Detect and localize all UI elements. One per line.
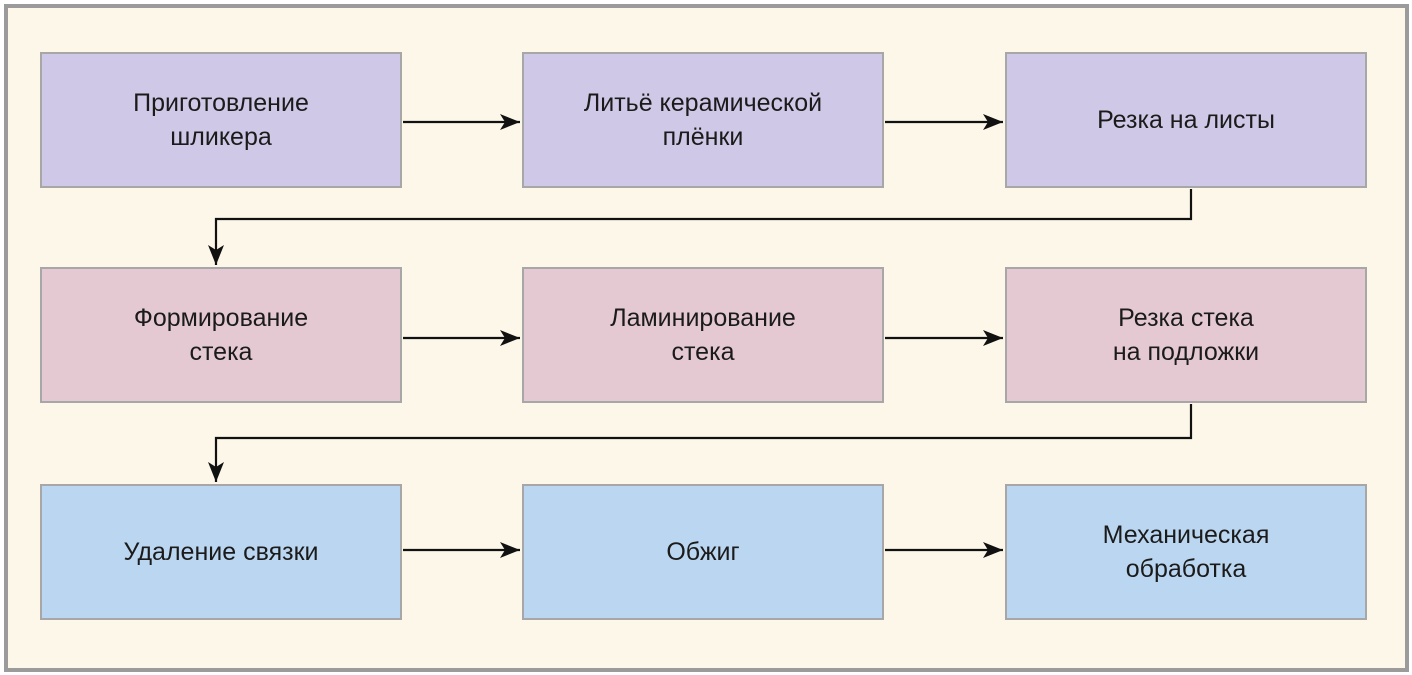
step-mechanical-processing: Механическая обработка <box>1005 484 1367 620</box>
step-binder-removal: Удаление связки <box>40 484 402 620</box>
arrow-step3-to-step4 <box>208 189 1193 265</box>
step-sheet-cutting: Резка на листы <box>1005 52 1367 188</box>
step-firing: Обжиг <box>522 484 884 620</box>
step-stack-lamination: Ламинирование стека <box>522 267 884 403</box>
arrow-step6-to-step7 <box>208 404 1193 482</box>
step-stack-cutting-substrates: Резка стека на подложки <box>1005 267 1367 403</box>
step-slurry-preparation: Приготовление шликера <box>40 52 402 188</box>
step-stack-forming: Формирование стека <box>40 267 402 403</box>
step-ceramic-film-casting: Литьё керамической плёнки <box>522 52 884 188</box>
